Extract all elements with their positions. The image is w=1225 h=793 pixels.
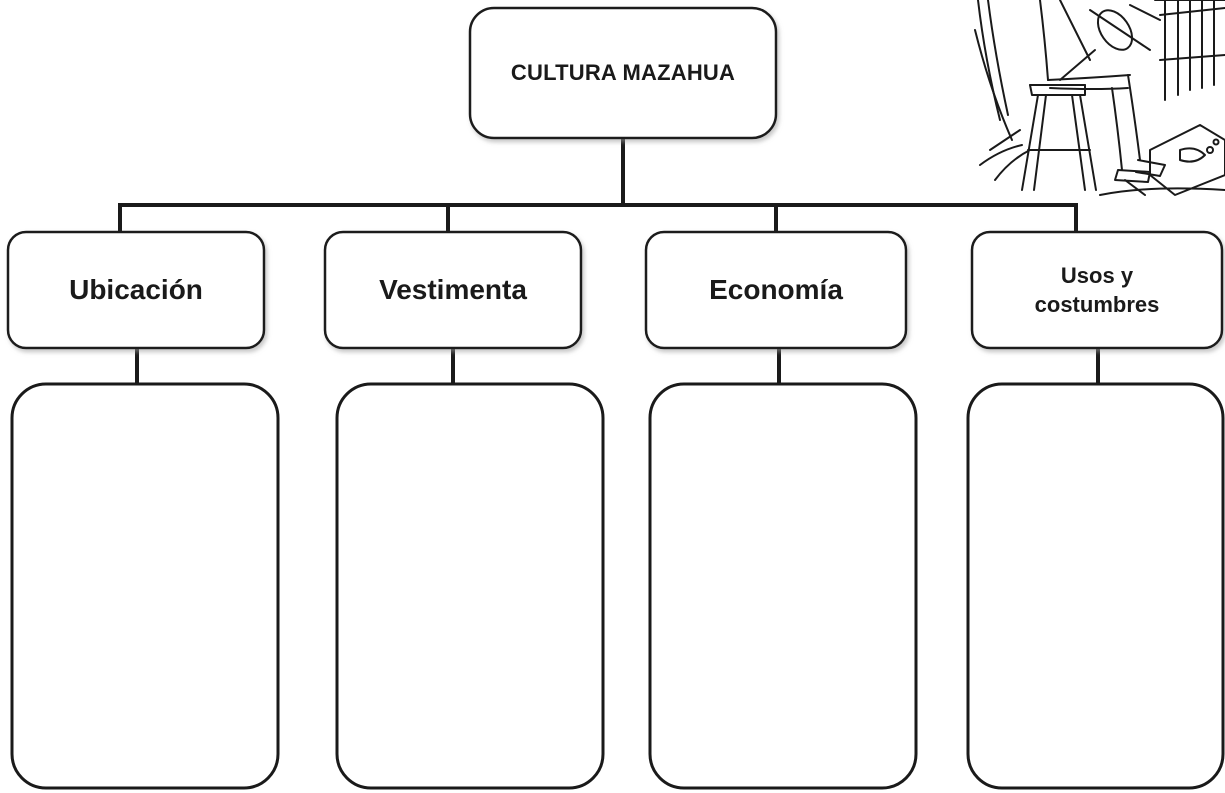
answer-box-vestimenta[interactable] xyxy=(335,382,605,790)
answer-box-economia[interactable] xyxy=(648,382,918,790)
answer-boxes xyxy=(10,382,1225,790)
category-box-ubicacion xyxy=(6,230,266,350)
category-boxes xyxy=(6,230,1224,350)
answer-box-ubicacion[interactable] xyxy=(10,382,280,790)
connectors xyxy=(118,136,1100,386)
person-playing-violin-illustration xyxy=(974,0,1225,196)
category-box-economia xyxy=(644,230,908,350)
category-box-usos xyxy=(970,230,1224,350)
answer-box-usos[interactable] xyxy=(966,382,1225,790)
root-box xyxy=(468,6,778,140)
category-box-vestimenta xyxy=(323,230,583,350)
